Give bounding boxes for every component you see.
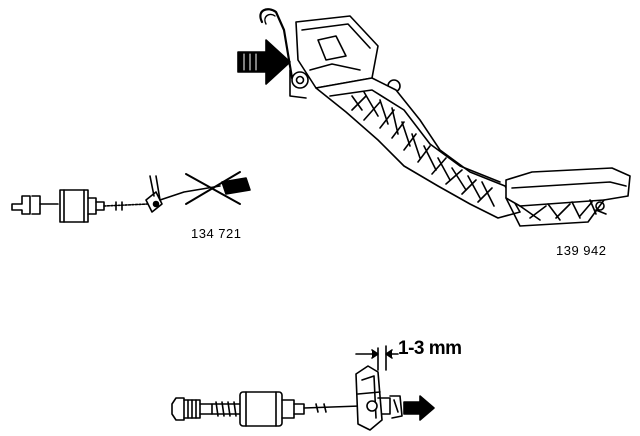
cross-out-icon xyxy=(185,171,241,205)
clearance-dimension-label: 1-3 mm xyxy=(398,338,462,359)
reference-number-left: 134 721 xyxy=(191,226,242,241)
cable-adjustment-correct xyxy=(171,345,403,431)
accelerator-pedal xyxy=(259,8,631,227)
reference-number-right: 139 942 xyxy=(556,243,607,258)
bold-arrow-right-icon xyxy=(403,395,435,421)
cable-assembly-incorrect xyxy=(11,175,251,223)
bold-arrow-right-icon xyxy=(237,39,291,85)
